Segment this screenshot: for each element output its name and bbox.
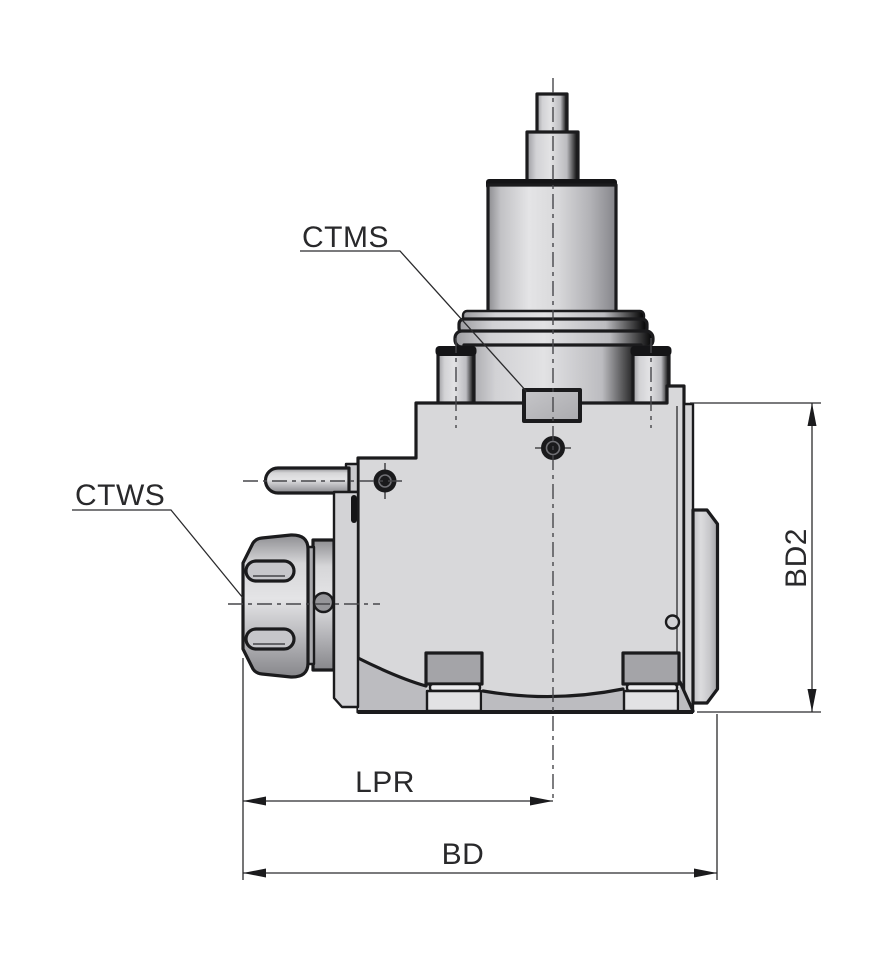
output-cover-disc — [691, 508, 720, 705]
dimension-lpr: LPR — [242, 658, 553, 880]
nut-wrench-slot-upper — [244, 559, 296, 583]
screw-head — [373, 469, 397, 493]
lpr-label: LPR — [355, 766, 415, 799]
lug-top — [621, 651, 681, 686]
flange-chamfer-right — [678, 680, 695, 713]
plate-groove — [351, 495, 357, 523]
bd-label: BD — [442, 838, 485, 871]
stop-pin — [263, 462, 360, 495]
collet-nut — [241, 533, 310, 679]
bd-arrow-left — [243, 868, 266, 878]
lug-base — [425, 689, 483, 713]
ctws-label: CTWS — [75, 479, 165, 512]
centerlines — [228, 78, 652, 803]
plate-outline — [332, 490, 360, 709]
bd2-label: BD2 — [780, 528, 813, 588]
disc-outline — [691, 508, 720, 705]
shank-cylinder — [486, 183, 618, 316]
flange-curve-left — [356, 656, 428, 688]
ctms-drive-key — [522, 388, 582, 423]
ctws-leader — [72, 509, 244, 599]
nut-wrench-slot-lower — [244, 627, 296, 651]
bd2-arrow-bottom — [807, 689, 817, 712]
lpr-arrow-right — [530, 796, 553, 806]
collar-set-screw — [312, 591, 335, 614]
screw-socket — [545, 440, 561, 456]
bottom-flange — [356, 651, 695, 714]
cover-plate — [332, 490, 360, 709]
dimension-bd: BD — [243, 714, 718, 880]
ctms-leader — [300, 250, 528, 393]
shank-tip — [535, 92, 569, 138]
ctms-label: CTMS — [302, 221, 389, 254]
lug-base — [622, 689, 680, 713]
collet-chuck — [241, 533, 336, 679]
spindle-shank — [486, 92, 618, 316]
callout-ctms: CTMS — [300, 221, 528, 393]
dowel-hole — [664, 614, 681, 630]
flange-lug-right — [621, 651, 681, 713]
lpr-arrow-left — [243, 796, 266, 806]
flange-shadow-left — [358, 658, 426, 711]
dimension-bd2: BD2 — [690, 402, 821, 713]
callout-ctws: CTWS — [72, 479, 244, 599]
bd-arrow-right — [694, 868, 717, 878]
lug-top — [424, 651, 484, 686]
bd2-arrow-top — [807, 403, 817, 426]
flange-lug-left — [424, 651, 484, 713]
